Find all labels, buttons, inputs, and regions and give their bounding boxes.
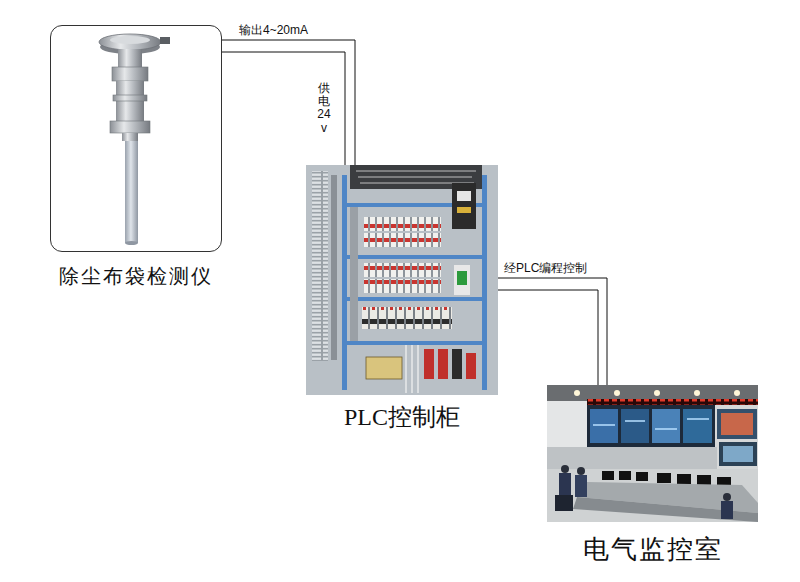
plc-cabinet: PLC控制柜 bbox=[306, 165, 498, 395]
control-room: 电气监控室 bbox=[547, 385, 758, 522]
signal-wire bbox=[222, 52, 345, 165]
node-heading: 除尘布袋检测仪 bbox=[59, 265, 213, 288]
node-heading: PLC控制柜 bbox=[344, 404, 460, 432]
plc-cabinet-photo bbox=[306, 165, 498, 395]
wire-label: 输出4~20mA bbox=[238, 23, 309, 37]
signal-wire bbox=[498, 290, 598, 385]
sensor-box: 除尘布袋检测仪 bbox=[50, 25, 222, 252]
control-room-photo bbox=[547, 385, 758, 522]
signal-wire bbox=[222, 40, 355, 165]
wire-label: 供电24v bbox=[317, 82, 331, 135]
signal-wire bbox=[498, 278, 607, 385]
sensor-probe bbox=[99, 34, 170, 245]
wire-label: 经PLC编程控制 bbox=[503, 261, 588, 275]
node-heading: 电气监控室 bbox=[583, 535, 723, 565]
